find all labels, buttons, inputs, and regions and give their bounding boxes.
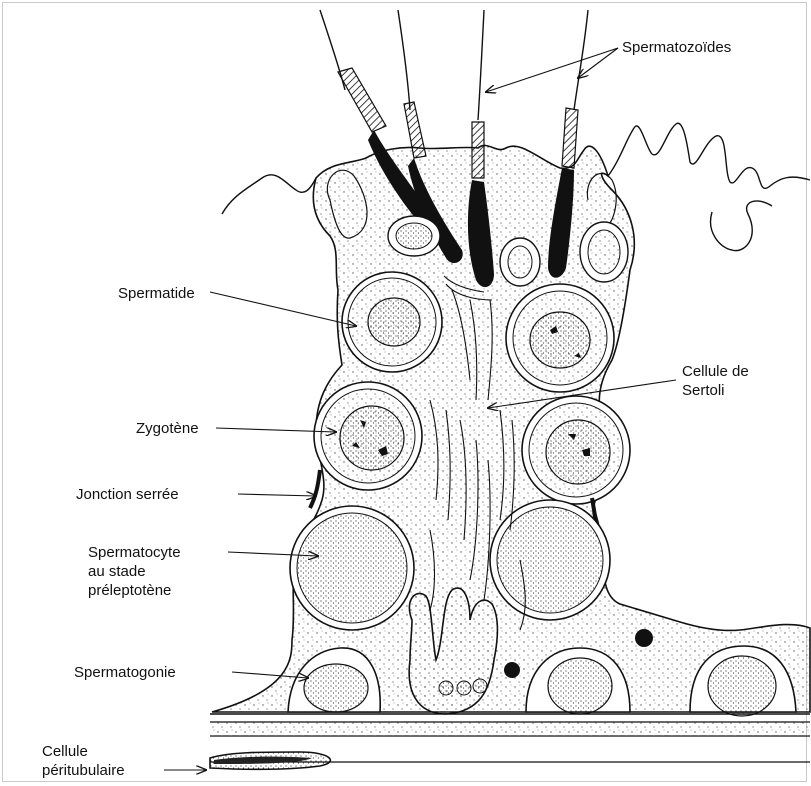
label-cellule-de-sertoli-2: Sertoli — [682, 381, 725, 400]
leader-spermatozoides-1 — [486, 48, 618, 92]
label-spermatozoides: Spermatozoïdes — [622, 38, 731, 57]
sperm-tail-3 — [478, 10, 484, 120]
sperm-tail-2 — [398, 10, 410, 110]
tight-junction — [310, 470, 320, 508]
spermatid-right-nucleus — [530, 312, 590, 368]
sperm-midpiece-1 — [338, 68, 386, 132]
label-spermatocyte-2: au stade — [88, 562, 146, 581]
basal-stipple-band — [210, 722, 810, 736]
label-spermatocyte-1: Spermatocyte — [88, 543, 181, 562]
label-cellule-peritubulaire-2: péritubulaire — [42, 761, 125, 780]
label-cellule-de-sertoli-1: Cellule de — [682, 362, 749, 381]
label-spermatide: Spermatide — [118, 284, 195, 303]
spermatid-left-nucleus — [368, 298, 420, 346]
lipid-droplet-2 — [504, 662, 520, 678]
label-spermatogonie: Spermatogonie — [74, 663, 176, 682]
leader-spermatide — [210, 292, 356, 326]
leader-spermatozoides-2 — [578, 48, 618, 78]
leader-jonction — [238, 494, 316, 496]
sperm-midpiece-4 — [562, 108, 578, 168]
zygotene-right-nucleus — [546, 420, 610, 484]
sperm-midpiece-3 — [472, 122, 484, 178]
label-zygotene: Zygotène — [136, 419, 199, 438]
label-cellule-peritubulaire-1: Cellule — [42, 742, 88, 761]
zygotene-left-nucleus — [340, 406, 404, 470]
label-jonction-serree: Jonction serrée — [76, 485, 179, 504]
sertoli-cell-body — [212, 145, 810, 712]
label-spermatocyte-3: préleptotène — [88, 581, 171, 600]
lipid-droplet-1 — [635, 629, 653, 647]
